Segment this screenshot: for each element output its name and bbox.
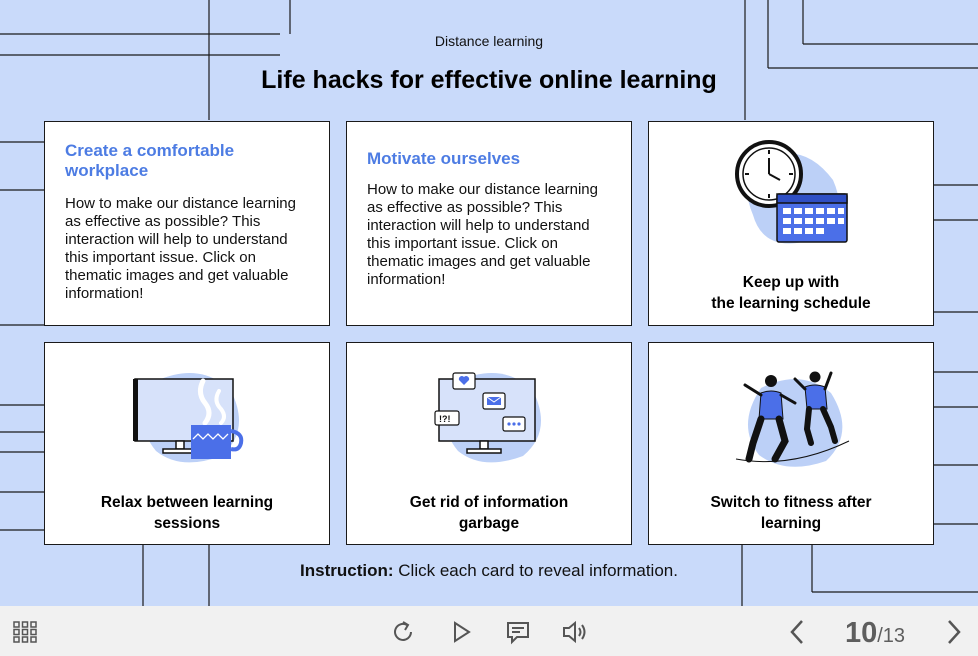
- volume-icon: [563, 620, 586, 644]
- card-learning-schedule[interactable]: Keep up with the learning schedule: [648, 121, 934, 326]
- card-body: How to make our distance learning as eff…: [65, 195, 296, 302]
- card-caption: Get rid of information garbage: [347, 492, 631, 534]
- background-lines: [0, 0, 978, 606]
- card-caption: Keep up with the learning schedule: [649, 272, 933, 314]
- next-slide-button[interactable]: [940, 618, 968, 646]
- chevron-left-icon: [790, 620, 803, 644]
- play-button[interactable]: [447, 618, 475, 646]
- card-motivate-ourselves[interactable]: Motivate ourselves How to make our dista…: [346, 121, 632, 326]
- instruction-body: Click each card to reveal information.: [393, 561, 678, 580]
- page-counter: 10/13: [835, 617, 915, 650]
- card-information-garbage[interactable]: !?! Get rid of information garbage: [346, 342, 632, 545]
- card-fitness[interactable]: Switch to fitness after learning: [648, 342, 934, 545]
- card-relax[interactable]: Relax between learning sessions: [44, 342, 330, 545]
- player-toolbar: 10/13: [0, 606, 978, 656]
- instruction-label: Instruction:: [300, 561, 394, 580]
- caption-line: Keep up with: [742, 274, 840, 291]
- svg-text:!?!: !?!: [439, 414, 451, 424]
- play-icon: [454, 621, 471, 643]
- slide-eyebrow: Distance learning: [434, 33, 544, 49]
- captions-button[interactable]: [504, 618, 532, 646]
- total-pages: /13: [877, 625, 906, 647]
- card-comfortable-workplace[interactable]: Create a comfortable workplace How to ma…: [44, 121, 330, 326]
- fitness-people-icon: [735, 371, 850, 467]
- slide: Distance learning Life hacks for effecti…: [0, 0, 978, 606]
- card-caption: Relax between learning sessions: [45, 492, 329, 534]
- caption-line: Relax between learning: [100, 494, 274, 511]
- caption-line: garbage: [458, 515, 520, 532]
- grid-icon: [13, 621, 37, 643]
- caption-line: Switch to fitness after: [710, 494, 872, 511]
- replay-icon: [394, 621, 412, 641]
- card-caption: Switch to fitness after learning: [649, 492, 933, 534]
- previous-slide-button[interactable]: [783, 618, 811, 646]
- slide-title: Life hacks for effective online learning: [261, 66, 717, 94]
- clock-calendar-icon: [735, 140, 848, 244]
- monitor-messages-icon: !?!: [434, 372, 541, 463]
- card-body: How to make our distance learning as eff…: [367, 181, 598, 288]
- caption-line: sessions: [153, 515, 221, 532]
- outline-menu-button[interactable]: [11, 618, 39, 646]
- caption-line: the learning schedule: [711, 295, 871, 312]
- card-heading: Create a comfortable workplace: [65, 141, 235, 180]
- current-page: 10: [844, 617, 878, 649]
- volume-button[interactable]: [561, 618, 589, 646]
- replay-button[interactable]: [389, 618, 417, 646]
- captions-icon: [507, 622, 529, 645]
- caption-line: Get rid of information: [409, 494, 569, 511]
- chevron-right-icon: [948, 620, 961, 644]
- caption-line: learning: [760, 515, 822, 532]
- monitor-coffee-icon: [133, 373, 244, 463]
- card-heading: Motivate ourselves: [367, 149, 521, 168]
- instruction-text: Instruction: Click each card to reveal i…: [0, 561, 978, 581]
